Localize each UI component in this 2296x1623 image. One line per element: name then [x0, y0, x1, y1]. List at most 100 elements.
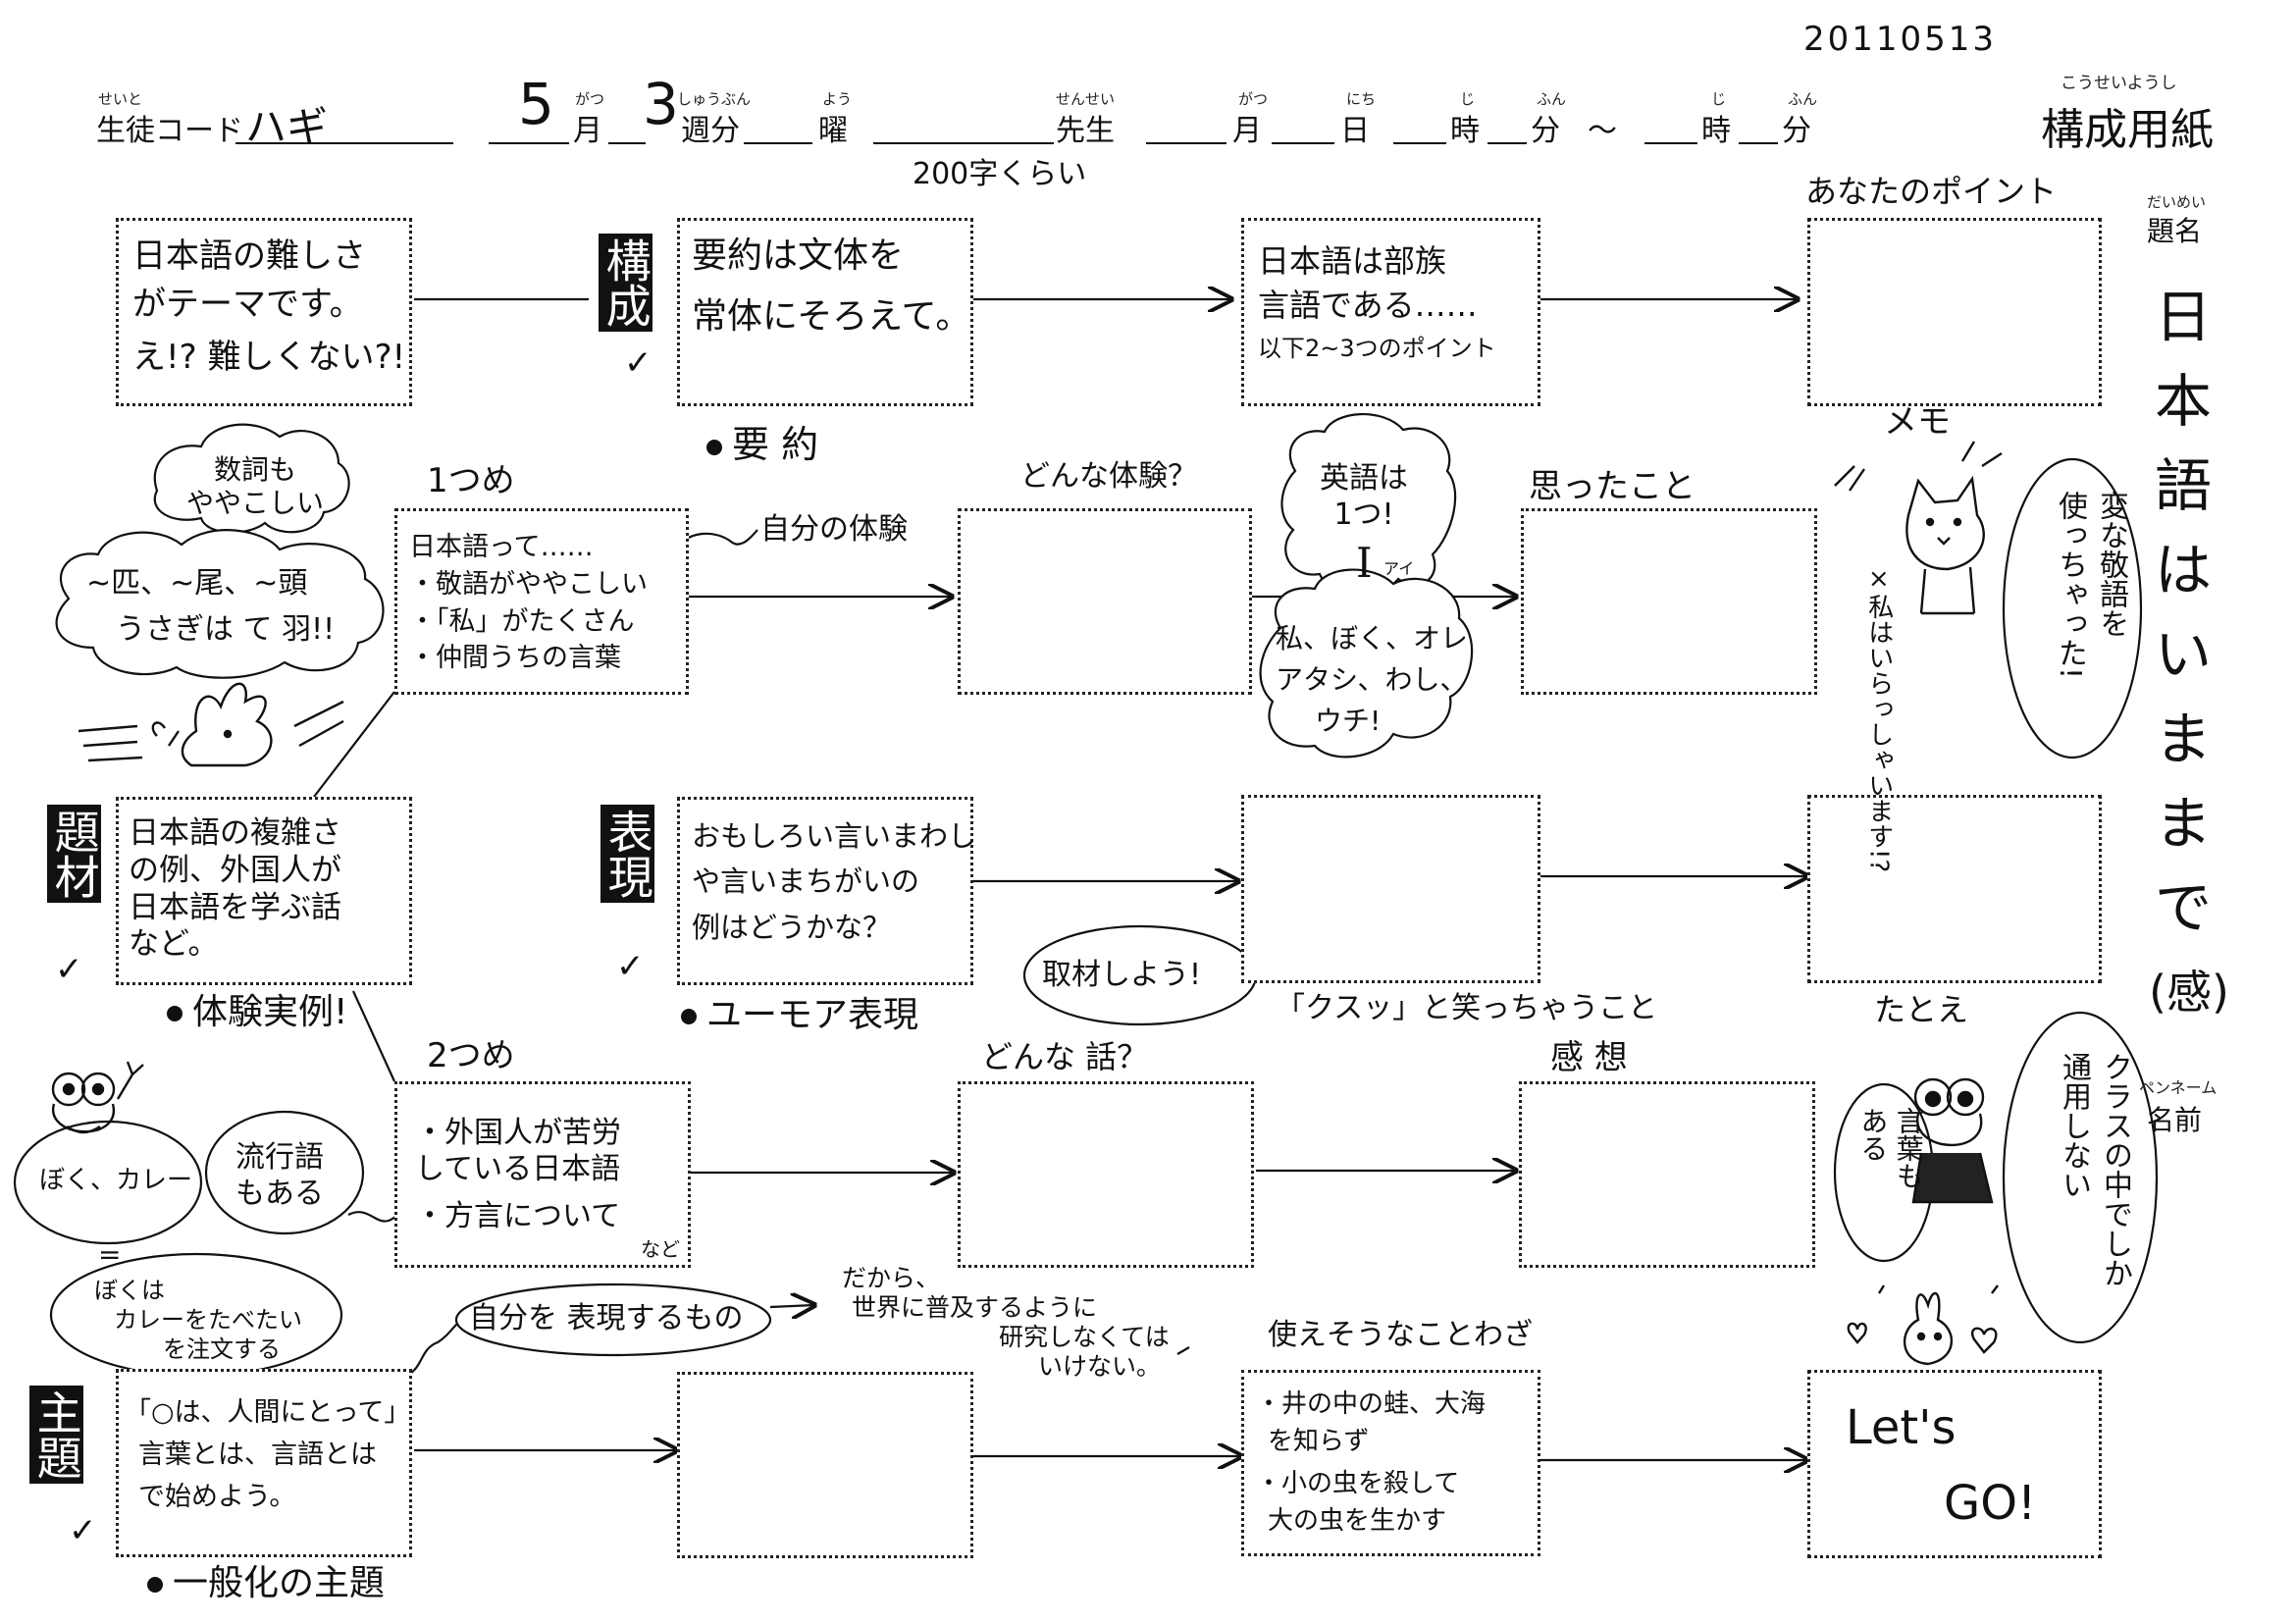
- cloud-line: 数詞も: [214, 453, 297, 486]
- month-to-week-underline: [608, 142, 646, 144]
- weekday-underline: [744, 142, 812, 144]
- speech-line: ある: [1856, 1107, 1890, 1162]
- cloud-pronouns-text: 私、ぼく、オレ アタシ、わし、 ウチ!: [1276, 618, 1468, 742]
- equals-sign: =: [98, 1238, 122, 1271]
- cloud-line: 1つ!: [1333, 497, 1394, 532]
- box-line: ・小の虫を殺して: [1256, 1469, 1460, 1499]
- teacher-label: 先生: [1056, 114, 1115, 148]
- tab-daizai: 題材: [47, 805, 101, 903]
- time1-hour-label: 時: [1450, 114, 1480, 148]
- box-r1c1[interactable]: 日本語の難しさ がテーマです。 え!? 難しくない?!: [116, 218, 412, 406]
- cloud-english-text: 英語は 1つ!: [1320, 461, 1408, 533]
- arrow-self-expression-so: [769, 1305, 814, 1307]
- box-line: Let's: [1846, 1400, 1957, 1455]
- speech-line: 使っちゃった!: [2053, 491, 2087, 680]
- box-line: 常体にそろえて。: [692, 295, 971, 337]
- box-line: ・仲間うちの言葉: [409, 643, 621, 674]
- note-line: 世界に普及するように: [852, 1293, 1098, 1322]
- note-line: 研究しなくては: [999, 1323, 1170, 1351]
- bubble-line: カレーをたべたい: [114, 1306, 302, 1334]
- essay-title-char: ま: [2154, 790, 2212, 857]
- date-month-label: 月: [1232, 114, 1262, 148]
- essay-title-char: 語: [2154, 452, 2212, 519]
- student-code-underline: [235, 142, 453, 144]
- bullet-dot-icon: [706, 439, 722, 455]
- tab-shudai-check: ✓: [69, 1511, 97, 1550]
- box-r3c3[interactable]: [1241, 795, 1540, 983]
- essay-title-char: (感): [2149, 966, 2229, 1019]
- box-r5c1[interactable]: 「○は、人間にとって」 言葉とは、言語とは で始めよう。: [116, 1369, 412, 1557]
- bubble-research: 取材しよう!: [1042, 958, 1202, 992]
- frog-doodle-left: [51, 1061, 144, 1134]
- box-r3c1[interactable]: 日本語の複雑さ の例、外国人が 日本語を学ぶ話 など。: [116, 797, 412, 985]
- week-value[interactable]: 3: [643, 71, 679, 137]
- box-r2c2[interactable]: [958, 508, 1252, 695]
- time1-min-label: 分: [1531, 114, 1560, 148]
- box-r4c3[interactable]: [1519, 1081, 1815, 1268]
- bubble-slang: 流行語 もある: [235, 1140, 324, 1212]
- weekday-furigana: よう: [822, 90, 853, 108]
- box-r2c1[interactable]: 日本語って…… ・敬語がややこしい ・「私」がたくさん ・仲間うちの言葉: [394, 508, 689, 695]
- week-label: 週分: [681, 114, 740, 148]
- box-r4c1[interactable]: ・外国人が苦労 している日本語 ・方言について など: [394, 1081, 691, 1268]
- box-r1c4[interactable]: [1807, 218, 2102, 406]
- char-count-label: 200字くらい: [913, 157, 1087, 191]
- box-line: の例、外国人が: [129, 852, 341, 888]
- box-r5c4[interactable]: Let's GO!: [1807, 1370, 2102, 1558]
- essay-title: 日 本 語 は い ま ま で (感): [2149, 275, 2229, 1034]
- box-r5c3[interactable]: ・井の中の蛙、大海 を知らず ・小の虫を殺して 大の虫を生かす: [1241, 1370, 1540, 1556]
- date-day-underline: [1272, 142, 1334, 144]
- experience-caption-text: 体験実例!: [192, 992, 348, 1032]
- box-line: ・井の中の蛙、大海: [1256, 1389, 1487, 1419]
- box-r3c4[interactable]: [1807, 795, 2102, 983]
- cat-speech: 変な敬語を 使っちゃった!: [2049, 491, 2131, 679]
- bubble-self-expression-shape: [454, 1283, 772, 1357]
- tab-hyogen-check: ✓: [616, 947, 645, 986]
- box-line: 言語である……: [1258, 287, 1478, 325]
- curl-self-expression: [406, 1319, 462, 1377]
- date-day-label: 日: [1340, 114, 1370, 148]
- penname-furigana: ペンネーム: [2139, 1078, 2218, 1097]
- cloud-english: [1280, 412, 1457, 597]
- bubble-slang-shape: [204, 1110, 365, 1235]
- cloud-line: 英語は: [1320, 461, 1408, 496]
- box-r1c2[interactable]: 要約は文体を 常体にそろえて。: [677, 218, 973, 406]
- curl-own-experience: [676, 529, 758, 550]
- bullet-dot-icon: [167, 1006, 183, 1021]
- box-r3c2[interactable]: おもしろい言いまわし や言いまちがいの 例はどうかな？: [677, 797, 977, 985]
- diag-r3-r4: [351, 990, 396, 1082]
- box-line: 例はどうかな？: [692, 910, 892, 944]
- title-label: 題名: [2147, 215, 2203, 247]
- student-code-value[interactable]: ハギ: [245, 103, 329, 151]
- box-line: を知らず: [1268, 1426, 1370, 1456]
- cloud-line: ウチ!: [1315, 705, 1382, 737]
- box-line: 「○は、人間にとって」: [125, 1397, 411, 1428]
- box-r2c3[interactable]: [1521, 508, 1817, 695]
- humor-caption-text: ユーモア表現: [706, 995, 919, 1035]
- humor-caption: ユーモア表現: [681, 994, 918, 1037]
- cloud-line: ~匹、~尾、~頭: [86, 566, 308, 601]
- cloud-number-words: [153, 423, 350, 534]
- box-line: ・「私」がたくさん: [409, 605, 635, 637]
- box-r1c3[interactable]: 日本語は部族 言語である…… 以下2~3つのポイント: [1241, 218, 1540, 406]
- box-small-note: など: [641, 1236, 680, 1261]
- cloud-counters: [55, 529, 385, 679]
- box-r4c2[interactable]: [958, 1081, 1254, 1268]
- month-value[interactable]: 5: [518, 71, 554, 137]
- usable-proverb-label: 使えそうなことわざ: [1268, 1318, 1533, 1352]
- week-furigana: しゅうぶん: [677, 90, 752, 108]
- date-month-underline: [1146, 142, 1226, 144]
- speech-line: 言葉も: [1892, 1107, 1925, 1189]
- month-furigana: がつ: [575, 90, 605, 108]
- essay-title-char: は: [2154, 537, 2212, 603]
- box-r5c2[interactable]: [677, 1372, 973, 1558]
- note-line: だから、: [842, 1264, 941, 1292]
- cloud-pronouns: [1259, 568, 1474, 759]
- tab-kosei-check: ✓: [624, 343, 652, 383]
- cat-doodle: [1834, 441, 2003, 615]
- box-line: 要約は文体を: [692, 236, 905, 276]
- box-line: おもしろい言いまわし: [692, 819, 977, 853]
- time2-hour-label: 時: [1701, 114, 1731, 148]
- cloud-line: ややこしい: [186, 487, 325, 520]
- teacher-furigana: せんせい: [1056, 90, 1116, 108]
